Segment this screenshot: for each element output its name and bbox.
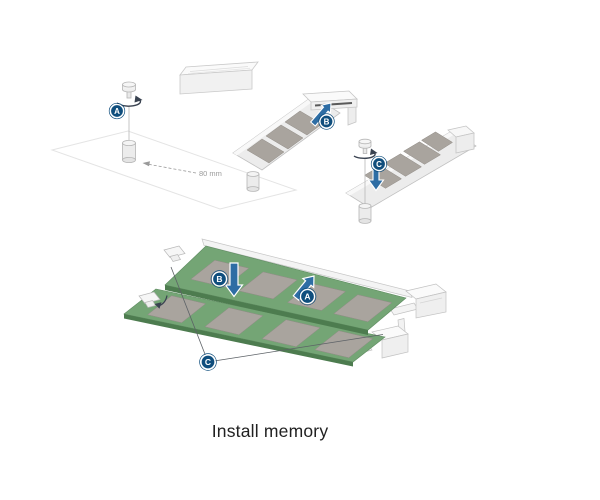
step-c-secure-ssd: C <box>345 125 477 224</box>
memory-modules: B A C <box>123 238 447 371</box>
screw-icon <box>122 81 136 99</box>
callout-badge-b-bottom: B <box>210 270 229 288</box>
callout-badge-a-bottom: A <box>298 287 317 306</box>
ssd-chips <box>246 110 323 164</box>
svg-text:B: B <box>216 274 222 284</box>
arrow-up-right-icon <box>292 275 315 302</box>
callout-badge-b-top: B <box>318 113 335 130</box>
step-b-insert-ssd: B <box>232 90 358 192</box>
standoff <box>122 139 136 163</box>
dimension-callout: 80 mm <box>142 161 222 178</box>
svg-text:A: A <box>114 107 120 116</box>
ghost-footprint-outline <box>50 130 298 210</box>
m2-slot-connector <box>447 125 475 154</box>
svg-text:C: C <box>376 160 382 169</box>
pcb-edge <box>165 285 368 335</box>
module-box <box>179 61 259 95</box>
screw-icon <box>358 138 372 154</box>
figure-caption: Install memory <box>211 421 329 441</box>
dimension-arrowhead <box>142 161 150 167</box>
callout-leader-lines <box>170 266 384 362</box>
rotation-arrow-icon <box>353 148 378 159</box>
pcb-edge <box>124 314 353 367</box>
callout-badge-c-bottom: C <box>199 353 217 371</box>
latch-lower-left <box>138 291 161 308</box>
m2-slot-connector <box>302 90 358 126</box>
svg-text:C: C <box>205 357 211 367</box>
svg-text:B: B <box>324 118 330 127</box>
memory-module-lower <box>123 288 386 367</box>
step-a-standoff: 80 mm A <box>108 81 222 178</box>
memory-chips <box>147 295 374 358</box>
dimension-label: 80 mm <box>199 169 222 178</box>
latch-click-arrow-icon <box>154 295 168 309</box>
standoff <box>246 171 260 192</box>
slot-frame <box>201 238 413 298</box>
latch-upper-left <box>163 245 186 262</box>
arrow-down-icon <box>224 262 244 298</box>
callout-badge-a-top: A <box>108 102 126 120</box>
arrow-up-right-icon <box>309 102 332 127</box>
standoff <box>358 203 372 224</box>
callout-badge-c-top: C <box>370 155 388 173</box>
svg-text:A: A <box>304 292 310 302</box>
